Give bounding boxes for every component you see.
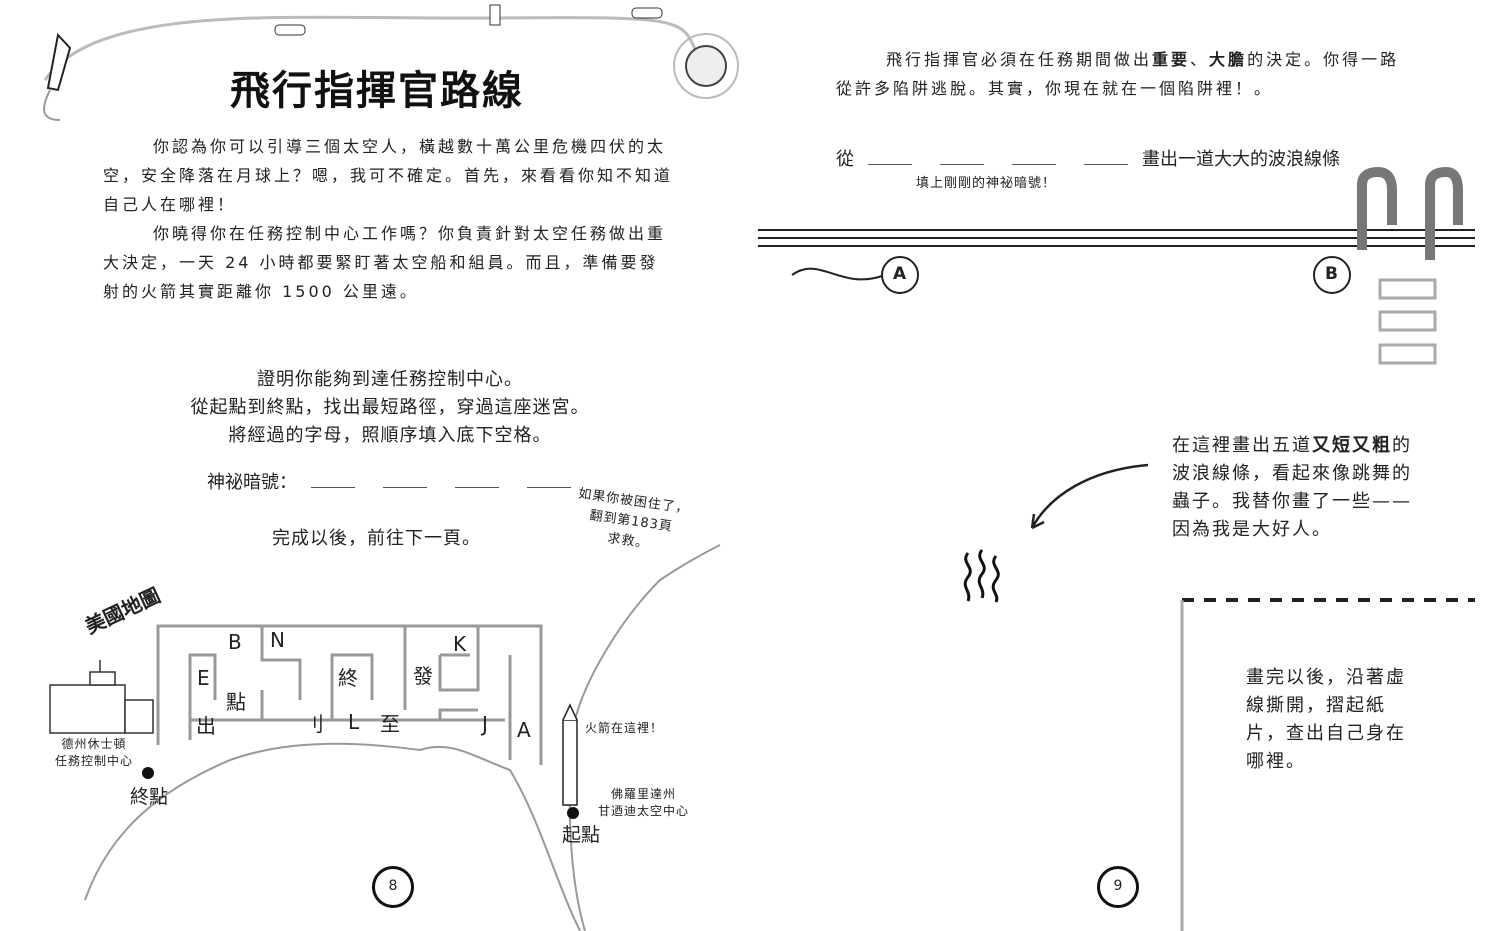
- code-blank[interactable]: [1084, 164, 1128, 165]
- rail: [758, 166, 1475, 365]
- maze: [156, 624, 543, 765]
- maze-letter: E: [197, 666, 210, 690]
- code-blank[interactable]: [455, 487, 499, 488]
- point-a-label: A: [893, 264, 907, 284]
- worms-icon: [963, 549, 1000, 603]
- maze-letter: 發: [413, 664, 433, 688]
- page-number-8: 8: [372, 866, 414, 908]
- tear-instruction: 畫完以後，沿著虛線撕開，摺起紙片，查出自己身在哪裡。: [1246, 667, 1406, 772]
- page-number-9: 9: [1097, 866, 1139, 908]
- maze-letter: 刂: [304, 712, 324, 736]
- from-label: 從: [836, 149, 854, 170]
- code-blank[interactable]: [311, 487, 355, 488]
- right-intro: 飛行指揮官必須在任務期間做出重要、大膽的決定。你得一路從許多陷阱逃脫。其實，你現…: [836, 45, 1406, 103]
- point-b-circle: [1313, 256, 1351, 294]
- intro-rest: 的決定。你得一路從許多陷阱逃脫。其實，你現在就在一個陷阱裡！。: [836, 50, 1400, 98]
- building-icon: [49, 660, 154, 734]
- maze-letter: J: [482, 712, 488, 736]
- worms-text: 在這裡畫出五道: [1172, 435, 1312, 456]
- point-a-circle: [881, 256, 919, 294]
- tear-line: [1180, 598, 1475, 931]
- code-blank[interactable]: [868, 164, 912, 165]
- label-line: 佛羅里達州: [611, 787, 677, 801]
- worms-instruction: 在這裡畫出五道又短又粗的波浪線條，看起來像跳舞的蟲子。我替你畫了一些——因為我是…: [1172, 432, 1412, 544]
- maze-letter: A: [517, 718, 531, 742]
- point-b-label: B: [1325, 264, 1338, 284]
- intro-text: 飛行指揮官必須在任務期間做出: [886, 50, 1153, 69]
- rocket-icon: [43, 32, 72, 121]
- draw-wave-text: 畫出一道大大的波浪線條: [1142, 149, 1340, 170]
- right-intro-paragraph: 飛行指揮官必須在任務期間做出重要、大膽的決定。你得一路從許多陷阱逃脫。其實，你現…: [836, 45, 1406, 103]
- wave-sample: [791, 267, 883, 281]
- satellite-icon: [274, 4, 663, 36]
- code-blank[interactable]: [940, 164, 984, 165]
- code-blank[interactable]: [527, 487, 571, 488]
- label-line: 任務控制中心: [55, 754, 134, 768]
- instructions: 證明你能夠到達任務控制中心。 從起點到終點，找出最短路徑，穿過這座迷宮。 將經過…: [110, 366, 670, 450]
- maze-letter: N: [270, 628, 285, 652]
- bold-bold: 大膽: [1209, 50, 1248, 69]
- code-blank[interactable]: [1012, 164, 1056, 165]
- secret-code-row: 神祕暗號：: [207, 468, 585, 494]
- instruction-line: 將經過的字母，照順序填入底下空格。: [228, 425, 552, 446]
- worms-bold: 又短又粗: [1312, 435, 1392, 456]
- worms-text: 的波浪線條，看起來像跳舞的蟲子。我替你畫了一些——因為我是大好人。: [1172, 435, 1412, 540]
- separator: 、: [1190, 50, 1210, 69]
- florida-label: 佛羅里達州 甘迺迪太空中心: [598, 786, 689, 820]
- instruction-line: 證明你能夠到達任務控制中心。: [257, 369, 523, 390]
- maze-letter: 至: [380, 712, 400, 736]
- intro-text: 你認為你可以引導三個太空人，橫越數十萬公里危機四伏的太空，安全降落在月球上？嗯，…: [103, 132, 673, 306]
- secret-code-label: 神祕暗號：: [207, 472, 297, 493]
- fill-hint: 填上剛剛的神祕暗號！: [916, 176, 1057, 191]
- maze-letter: 點: [226, 690, 246, 714]
- intro-paragraph-2: 你曉得你在任務控制中心工作嗎？你負責針對太空任務做出重大決定，一天 24 小時都…: [103, 224, 667, 301]
- coastline: [84, 544, 721, 931]
- swoosh-line: [43, 15, 702, 81]
- launch-rocket-icon: [562, 703, 578, 806]
- label-line: 德州休士頓: [61, 737, 127, 751]
- arrow-icon: [1030, 463, 1149, 530]
- bold-important: 重要: [1152, 50, 1191, 69]
- end-dot: [142, 767, 154, 779]
- maze-letter: K: [453, 632, 467, 656]
- code-blank[interactable]: [383, 487, 427, 488]
- rocket-note: 火箭在這裡！: [585, 721, 664, 735]
- instruction-line: 從起點到終點，找出最短路徑，穿過這座迷宮。: [190, 397, 590, 418]
- start-dot: [567, 807, 579, 819]
- start-label: 起點: [562, 824, 601, 846]
- maze-letter: B: [228, 630, 242, 654]
- maze-letter: 出: [196, 714, 216, 738]
- maze-letter: L: [348, 710, 360, 734]
- label-line: 甘迺迪太空中心: [598, 804, 690, 818]
- next-step-text: 完成以後，前往下一頁。: [272, 528, 481, 549]
- moon-icon: [673, 33, 739, 99]
- intro-paragraph-1: 你認為你可以引導三個太空人，橫越數十萬公里危機四伏的太空，安全降落在月球上？嗯，…: [103, 137, 674, 214]
- maze-letter: 終: [338, 666, 358, 690]
- page-title: 飛行指揮官路線: [230, 68, 524, 114]
- wave-instruction: 從 畫出一道大大的波浪線條: [836, 145, 1340, 171]
- end-label: 終點: [130, 786, 169, 808]
- houston-label: 德州休士頓 任務控制中心: [55, 736, 133, 770]
